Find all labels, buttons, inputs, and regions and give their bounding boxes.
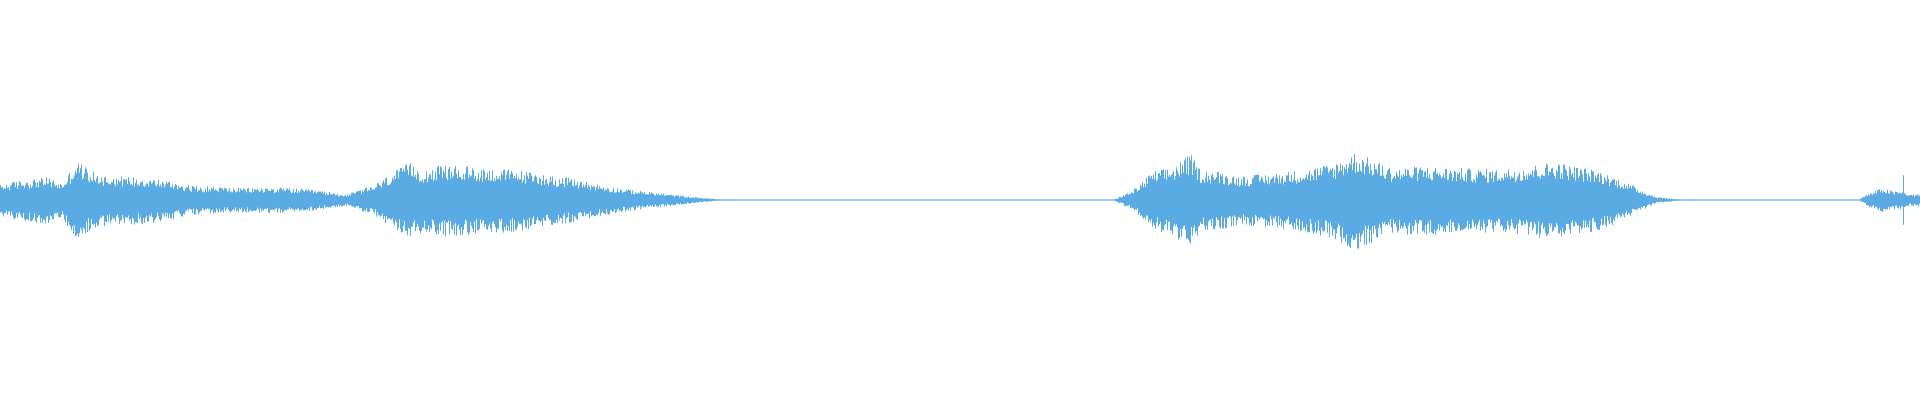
waveform-samples	[0, 153, 1920, 249]
waveform-bars	[0, 153, 1920, 249]
